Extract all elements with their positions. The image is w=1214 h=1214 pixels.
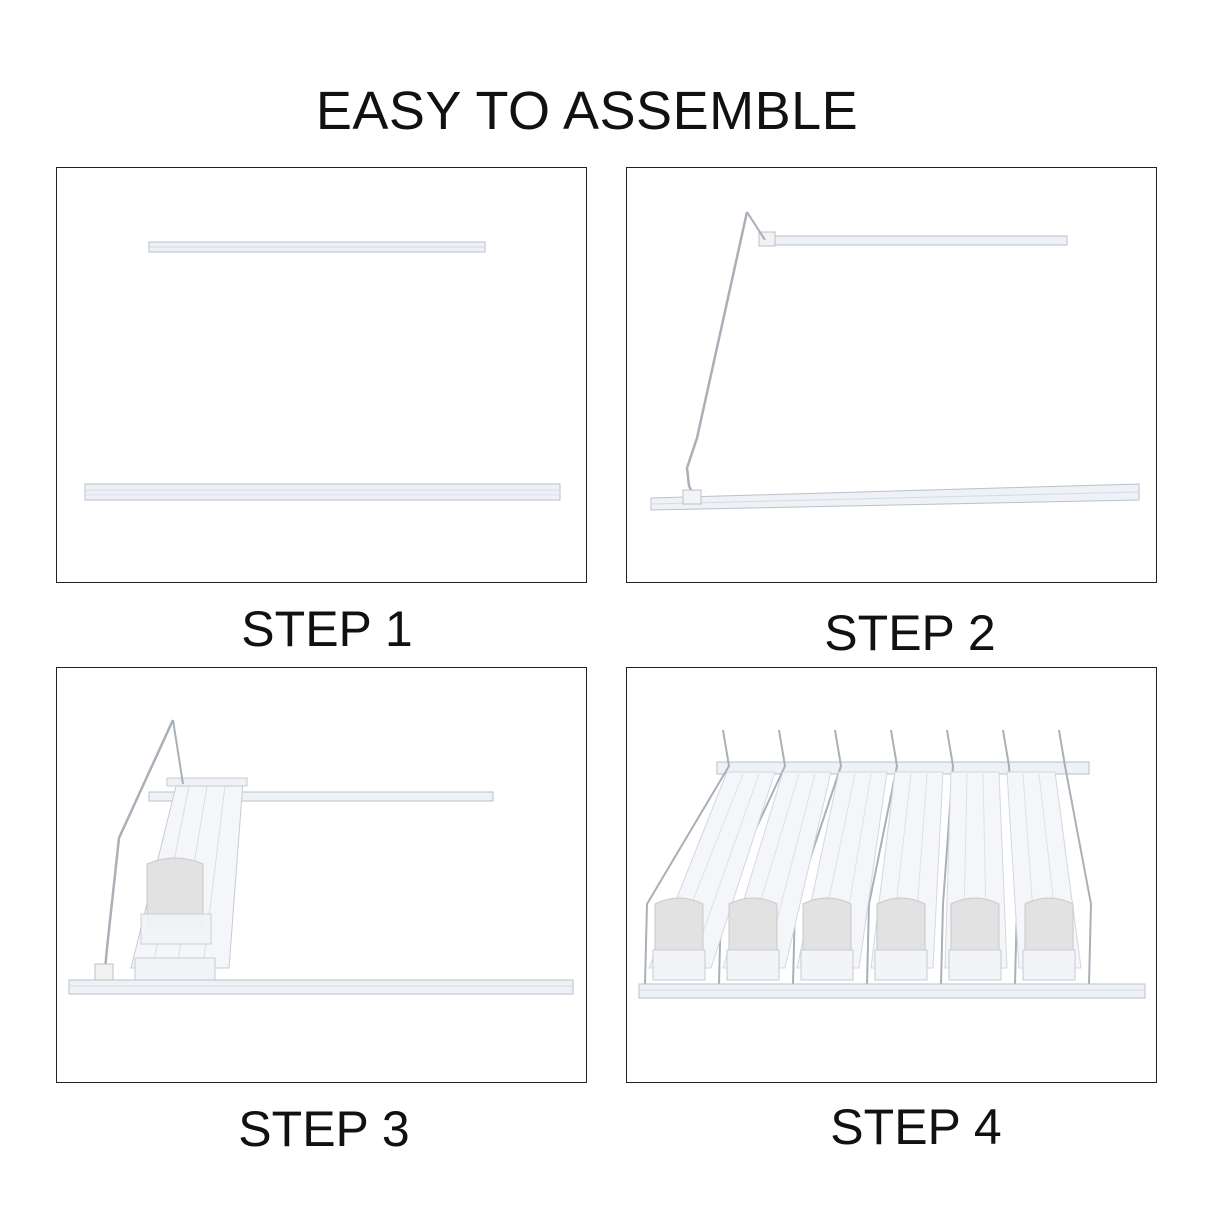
- divider-wire: [685, 211, 766, 499]
- step-2-label: STEP 2: [824, 605, 996, 661]
- page-title: EASY TO ASSEMBLE: [315, 81, 859, 141]
- step-4-illustration: [638, 729, 1146, 999]
- step-4-panel: [626, 667, 1157, 1083]
- short-rail: [772, 235, 1068, 246]
- step-1-illustration: [84, 241, 561, 501]
- clip-bottom: [682, 489, 702, 505]
- step-3-panel: [56, 667, 587, 1083]
- divider-wire: [644, 729, 731, 985]
- step-2-illustration: [650, 211, 1140, 511]
- step-1-panel: [56, 167, 587, 583]
- step-3-illustration: [68, 719, 574, 995]
- divider-wire: [792, 729, 843, 985]
- divider-wire: [940, 729, 955, 985]
- pusher-lane: [648, 771, 776, 981]
- long-rail: [650, 483, 1140, 511]
- divider-wire: [1058, 729, 1093, 985]
- short-rail: [148, 241, 486, 253]
- step-2-panel: [626, 167, 1157, 583]
- pusher-lane: [1006, 771, 1082, 981]
- step-1-label: STEP 1: [241, 601, 413, 657]
- pusher-lane: [870, 771, 944, 981]
- pusher-lane: [722, 771, 832, 981]
- front-rail: [638, 983, 1146, 999]
- step-3-label: STEP 3: [238, 1101, 410, 1157]
- pusher-lane: [944, 771, 1008, 981]
- step-4-label: STEP 4: [830, 1099, 1002, 1155]
- long-rail: [84, 483, 561, 501]
- divider-wire: [94, 719, 184, 981]
- short-rail: [148, 791, 494, 802]
- pusher-lane: [796, 771, 888, 981]
- pusher: [134, 857, 216, 981]
- long-rail: [68, 979, 574, 995]
- divider-wire: [866, 729, 899, 985]
